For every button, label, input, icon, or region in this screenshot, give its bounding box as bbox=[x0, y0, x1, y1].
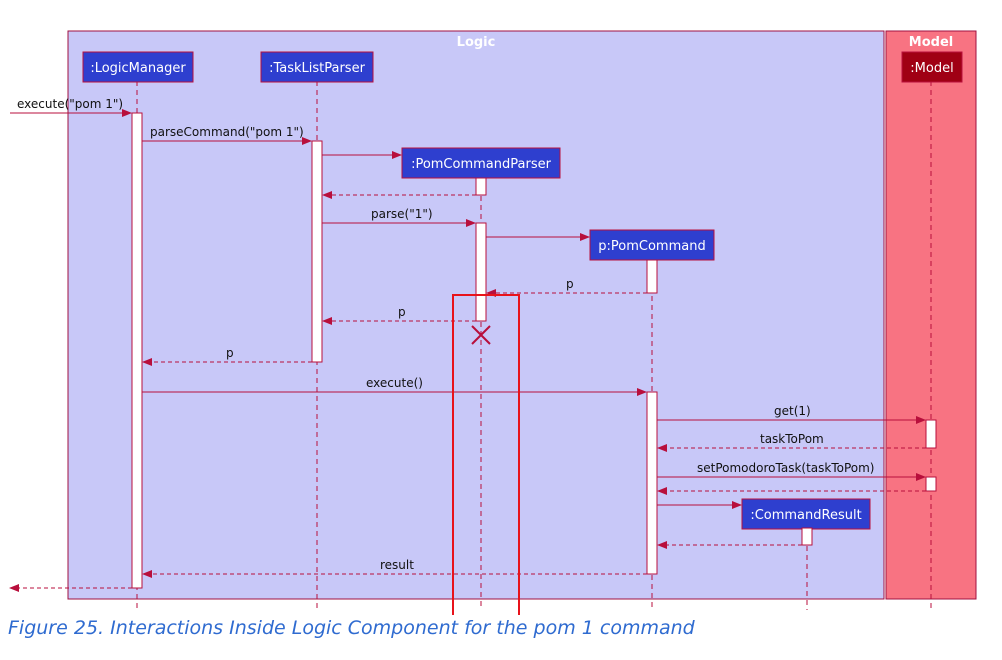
activation-task-list-parser bbox=[311, 140, 323, 363]
participant-pom-command-label: p:PomCommand bbox=[598, 239, 705, 254]
participant-model-label: :Model bbox=[910, 61, 953, 76]
message-label-p-2: p bbox=[398, 305, 406, 319]
message-label-p-3: p bbox=[226, 346, 234, 360]
message-label-task-to-pom: taskToPom bbox=[760, 432, 824, 446]
participant-model-box bbox=[901, 51, 963, 83]
message-label-set-pomodoro-task: setPomodoroTask(taskToPom) bbox=[697, 461, 875, 475]
activation-pom-command-1 bbox=[646, 259, 658, 294]
message-label-result: result bbox=[380, 558, 414, 572]
destroy-marker-icon bbox=[471, 325, 491, 345]
model-frame-title: Model bbox=[909, 35, 953, 50]
activation-pom-command-2 bbox=[646, 391, 658, 575]
message-label-parse-1: parse("1") bbox=[371, 207, 433, 221]
logic-frame-title: Logic bbox=[457, 35, 496, 50]
participant-pom-command-parser-box bbox=[401, 147, 561, 179]
activation-pom-command-parser-2 bbox=[475, 222, 487, 322]
highlight-box bbox=[452, 294, 520, 615]
participant-logic-manager-label: :LogicManager bbox=[90, 61, 186, 76]
activation-logic-manager bbox=[131, 112, 143, 589]
participant-logic-manager-box bbox=[82, 51, 194, 83]
figure-caption: Figure 25. Interactions Inside Logic Com… bbox=[8, 617, 695, 639]
participant-command-result-label: :CommandResult bbox=[750, 508, 861, 523]
message-label-get-1: get(1) bbox=[774, 404, 811, 418]
activation-model-1 bbox=[925, 419, 937, 449]
message-label-execute: execute() bbox=[366, 376, 423, 390]
participant-command-result-box bbox=[741, 498, 871, 530]
participant-task-list-parser-box bbox=[260, 51, 374, 83]
activation-pom-command-parser-1 bbox=[475, 177, 487, 196]
message-label-parse-command: parseCommand("pom 1") bbox=[150, 125, 304, 139]
activation-command-result bbox=[801, 527, 813, 546]
participant-pom-command-box bbox=[589, 229, 715, 261]
activation-model-2 bbox=[925, 476, 937, 492]
participant-task-list-parser-label: :TaskListParser bbox=[269, 61, 365, 76]
message-label-execute-pom-1: execute("pom 1") bbox=[17, 97, 123, 111]
participant-pom-command-parser-label: :PomCommandParser bbox=[411, 157, 552, 172]
message-label-p-1: p bbox=[566, 277, 574, 291]
